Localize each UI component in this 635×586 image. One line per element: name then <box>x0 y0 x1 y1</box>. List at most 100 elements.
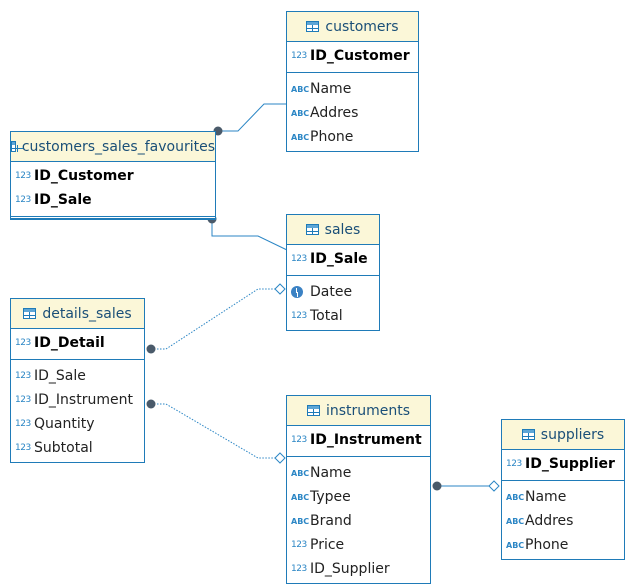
column-name: ID_Customer <box>34 168 134 184</box>
column-name: ID_Supplier <box>525 456 615 472</box>
numeric-key-icon: 123 <box>506 459 522 469</box>
relation-details-instruments[interactable] <box>151 403 280 459</box>
column-name: ID_Sale <box>34 368 86 384</box>
text-type-icon: ABC <box>291 492 310 502</box>
column-name: ID_Instrument <box>310 432 422 448</box>
table-icon <box>23 308 37 319</box>
table-icon <box>11 141 23 152</box>
text-type-icon: ABC <box>506 540 525 550</box>
entity-header[interactable]: instruments <box>287 396 430 426</box>
entity-title: sales <box>324 221 361 238</box>
numeric-foreign-key-icon: 123 <box>15 395 31 405</box>
table-icon <box>306 21 320 32</box>
numeric-key-icon: 123 <box>15 195 31 205</box>
text-type-icon: ABC <box>291 132 310 142</box>
column-name: Price <box>310 537 345 553</box>
numeric-type-icon: 123 <box>15 443 31 453</box>
entity-title: customers <box>325 18 399 35</box>
table-icon <box>306 405 320 416</box>
numeric-type-icon: 123 <box>15 419 31 429</box>
relation-details-sales[interactable] <box>151 288 280 350</box>
text-type-icon: ABC <box>506 492 525 502</box>
relation-end-diamond <box>488 480 500 492</box>
text-type-icon: ABC <box>291 516 310 526</box>
column-name: ID_Detail <box>34 335 105 351</box>
column-name: Name <box>310 465 352 481</box>
column-row[interactable]: Datee <box>287 280 379 304</box>
numeric-foreign-key-icon: 123 <box>291 564 307 574</box>
entity-header[interactable]: suppliers <box>502 420 624 450</box>
numeric-foreign-key-icon: 123 <box>15 371 31 381</box>
entity-title: suppliers <box>540 426 605 443</box>
column-name: Name <box>310 81 352 97</box>
entity-title: details_sales <box>42 305 132 322</box>
numeric-key-icon: 123 <box>291 51 307 61</box>
column-name: Phone <box>525 537 569 553</box>
column-name: ID_Instrument <box>34 392 133 408</box>
column-name: Subtotal <box>34 440 93 456</box>
relation-end-dot <box>432 481 442 491</box>
text-type-icon: ABC <box>291 108 310 118</box>
column-name: Phone <box>310 129 354 145</box>
relation-end-diamond <box>274 283 286 295</box>
column-name: ID_Supplier <box>310 561 390 577</box>
entity-header[interactable]: sales <box>287 215 379 245</box>
numeric-key-icon: 123 <box>15 338 31 348</box>
column-name: Quantity <box>34 416 95 432</box>
entity-header[interactable]: customers_sales_favourites <box>11 132 215 162</box>
entity-header[interactable]: details_sales <box>11 299 144 329</box>
entity-title: customers_sales_favourites <box>21 138 215 155</box>
text-type-icon: ABC <box>506 516 525 526</box>
relation-favourites-sales[interactable] <box>211 219 288 251</box>
table-icon <box>305 224 319 235</box>
numeric-type-icon: 123 <box>291 311 307 321</box>
relation-favourites-customers[interactable] <box>218 103 287 132</box>
column-name: Typee <box>310 489 351 505</box>
column-name: ID_Sale <box>34 192 92 208</box>
column-name: ID_Sale <box>310 251 368 267</box>
relation-end-diamond <box>274 452 286 464</box>
entity-header[interactable]: customers <box>287 12 418 42</box>
relation-end-dot <box>146 344 156 354</box>
column-name: Datee <box>310 284 353 300</box>
column-name: Brand <box>310 513 352 529</box>
column-name: Name <box>525 489 567 505</box>
